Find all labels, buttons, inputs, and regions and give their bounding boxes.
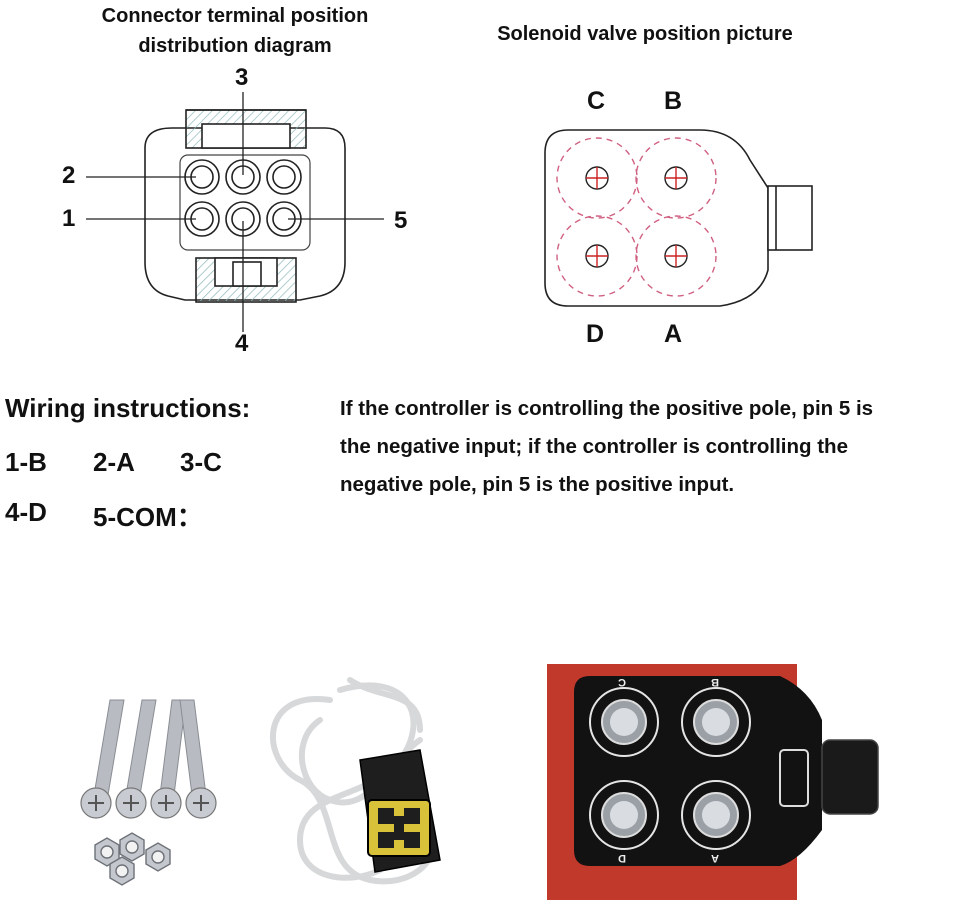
port-d	[556, 215, 638, 297]
connector-title-line2: distribution diagram	[138, 35, 332, 57]
pin-top-left	[184, 159, 220, 195]
wiring-note-line2: the negative input; if the controller is…	[340, 435, 848, 458]
photo-wire-harness	[269, 677, 435, 885]
photo-label-d: D	[618, 852, 626, 864]
valve-label-b: B	[664, 87, 683, 115]
wiring-map-1b: 1-B	[5, 447, 47, 477]
photo-wire-connector	[359, 749, 441, 873]
wiring-map-2a: 2-A	[93, 447, 135, 477]
terminal-a	[681, 780, 751, 850]
port-a	[635, 215, 717, 297]
pin-label-5: 5	[394, 207, 408, 234]
connector-title-line1: Connector terminal position	[101, 5, 369, 27]
valve-screws	[585, 166, 688, 268]
crosshair-icon	[585, 166, 609, 190]
nut	[119, 832, 145, 862]
pin-bottom-right	[266, 201, 302, 237]
pin-label-4: 4	[235, 330, 249, 357]
pin-top-mid	[225, 159, 261, 195]
connector-leader-lines	[86, 92, 384, 332]
terminal-d	[589, 780, 659, 850]
photo-label-a: A	[711, 852, 719, 864]
wiring-map-5com: 5-COM：	[93, 502, 203, 532]
wiring-map-4d: 4-D	[5, 497, 47, 527]
photo-label-c: C	[618, 676, 626, 688]
pin-bottom-mid	[225, 201, 261, 237]
port-c	[556, 137, 638, 219]
screw	[179, 699, 217, 819]
valve-body	[544, 129, 813, 307]
connector-pins	[184, 159, 302, 237]
terminal-c	[589, 687, 659, 757]
nut	[109, 856, 135, 886]
crosshair-icon	[664, 244, 688, 268]
pin-label-3: 3	[235, 64, 249, 91]
connector-housing	[144, 109, 346, 303]
crosshair-icon	[585, 244, 609, 268]
screw	[115, 699, 157, 819]
valve-title: Solenoid valve position picture	[497, 23, 793, 45]
pin-bottom-left	[184, 201, 220, 237]
nut	[145, 842, 171, 872]
pin-label-1: 1	[62, 205, 76, 232]
photo-nuts	[94, 832, 171, 886]
wiring-note-line3: negative pole, pin 5 is the positive inp…	[340, 473, 735, 496]
valve-label-d: D	[586, 320, 605, 348]
wiring-map-3c: 3-C	[180, 447, 222, 477]
terminal-b	[681, 687, 751, 757]
photo-valve-terminals	[589, 687, 751, 850]
valve-label-c: C	[587, 87, 606, 115]
screw	[150, 699, 187, 819]
photo-screws	[80, 699, 217, 819]
screw	[80, 699, 125, 819]
wiring-heading: Wiring instructions:	[5, 393, 251, 423]
wiring-note-line1: If the controller is controlling the pos…	[340, 397, 874, 420]
pin-label-2: 2	[62, 162, 76, 189]
pin-top-right	[266, 159, 302, 195]
valve-label-a: A	[664, 320, 683, 348]
valve-ports	[556, 137, 717, 297]
crosshair-icon	[664, 166, 688, 190]
photo-label-b: B	[711, 676, 719, 688]
port-b	[635, 137, 717, 219]
